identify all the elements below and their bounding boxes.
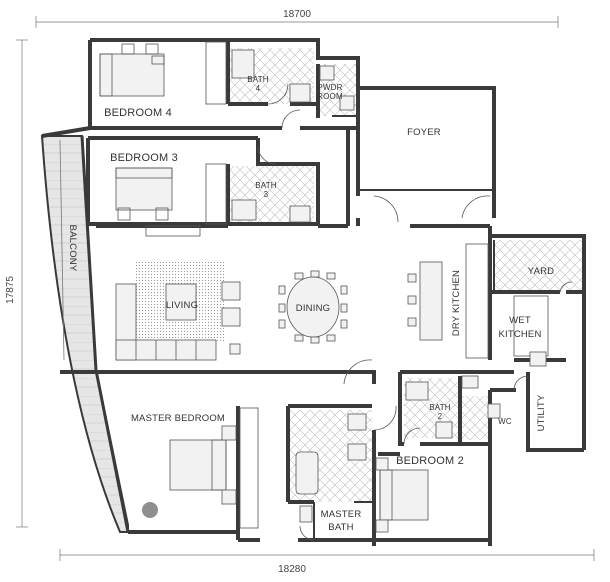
bedroom-4-wardrobe — [205, 41, 227, 105]
master-bed — [169, 425, 237, 505]
label-bath-3: BATH — [255, 181, 277, 190]
walls — [41, 38, 586, 546]
label-bath-2-number: 2 — [438, 412, 443, 421]
label-wc: WC — [498, 417, 512, 426]
wc-toilet — [487, 403, 501, 419]
armchair — [221, 281, 241, 301]
dimension-bottom: 18280 — [59, 549, 595, 575]
dry-kitchen-island — [407, 261, 443, 341]
label-pwdr: PWDR — [317, 83, 342, 92]
armchair — [221, 307, 241, 327]
bedroom-3-bed — [115, 167, 173, 221]
balcony-area — [40, 135, 130, 533]
label-dining: DINING — [296, 303, 330, 314]
bedroom-4-bed — [99, 43, 165, 97]
laundry — [461, 375, 479, 389]
master-bath-toilet — [299, 505, 313, 523]
furniture — [99, 41, 549, 533]
bath-2-vanity — [405, 381, 429, 401]
label-balcony: BALCONY — [67, 225, 78, 272]
planter — [142, 502, 158, 518]
label-room: ROOM — [317, 92, 343, 101]
label-master: MASTER — [321, 509, 362, 520]
appliance — [529, 351, 547, 367]
label-master-bath: BATH — [328, 522, 353, 533]
bath-2-toilet — [435, 421, 453, 439]
bath-4-vanity — [231, 49, 255, 79]
bedroom-2-bed — [375, 457, 429, 533]
label-bedroom-4: BEDROOM 4 — [104, 107, 172, 119]
label-kitchen: KITCHEN — [498, 329, 541, 340]
wet-kitchen-counter — [513, 295, 549, 357]
master-bath-basin — [347, 413, 367, 431]
dimension-bottom-label: 18280 — [278, 564, 306, 575]
label-bath-4-number: 4 — [256, 84, 261, 93]
label-dry-kitchen: DRY KITCHEN — [451, 270, 462, 336]
label-bath-2: BATH — [429, 403, 451, 412]
powder-room-basin — [339, 95, 355, 111]
bathtub — [295, 451, 319, 495]
dimension-left-label: 17875 — [5, 276, 16, 304]
master-wardrobe — [239, 407, 259, 529]
label-bedroom-2: BEDROOM 2 — [396, 455, 464, 467]
label-master-bedroom: MASTER BEDROOM — [131, 413, 225, 424]
master-bath-basin — [347, 443, 367, 461]
label-foyer: FOYER — [407, 127, 441, 138]
label-bath-3-number: 3 — [264, 190, 269, 199]
bath-4-toilet — [289, 83, 311, 103]
label-wet: WET — [509, 315, 531, 326]
wet-area-tiles — [230, 48, 582, 502]
dimension-top: 18700 — [35, 9, 559, 28]
label-yard: YARD — [528, 266, 555, 277]
bath-3-toilet — [289, 205, 311, 223]
label-bedroom-3: BEDROOM 3 — [110, 152, 178, 164]
tv-console — [145, 225, 201, 237]
powder-room-toilet — [319, 65, 335, 81]
label-bath-4: BATH — [247, 75, 269, 84]
living-sofa — [115, 283, 217, 361]
label-utility: UTILITY — [536, 394, 547, 431]
bath-3-vanity — [231, 199, 257, 221]
room-labels: BEDROOM 4 BATH 4 PWDR ROOM FOYER BEDROOM… — [67, 75, 554, 533]
doors — [257, 83, 573, 541]
bedroom-3-wardrobe — [205, 163, 227, 225]
dry-kitchen-counter — [465, 243, 489, 359]
dimension-top-label: 18700 — [283, 9, 311, 20]
dining-set — [278, 270, 348, 344]
side-table — [229, 343, 241, 355]
coffee-table — [165, 283, 197, 321]
label-living: LIVING — [166, 300, 198, 311]
dimension-left: 17875 — [5, 39, 28, 528]
